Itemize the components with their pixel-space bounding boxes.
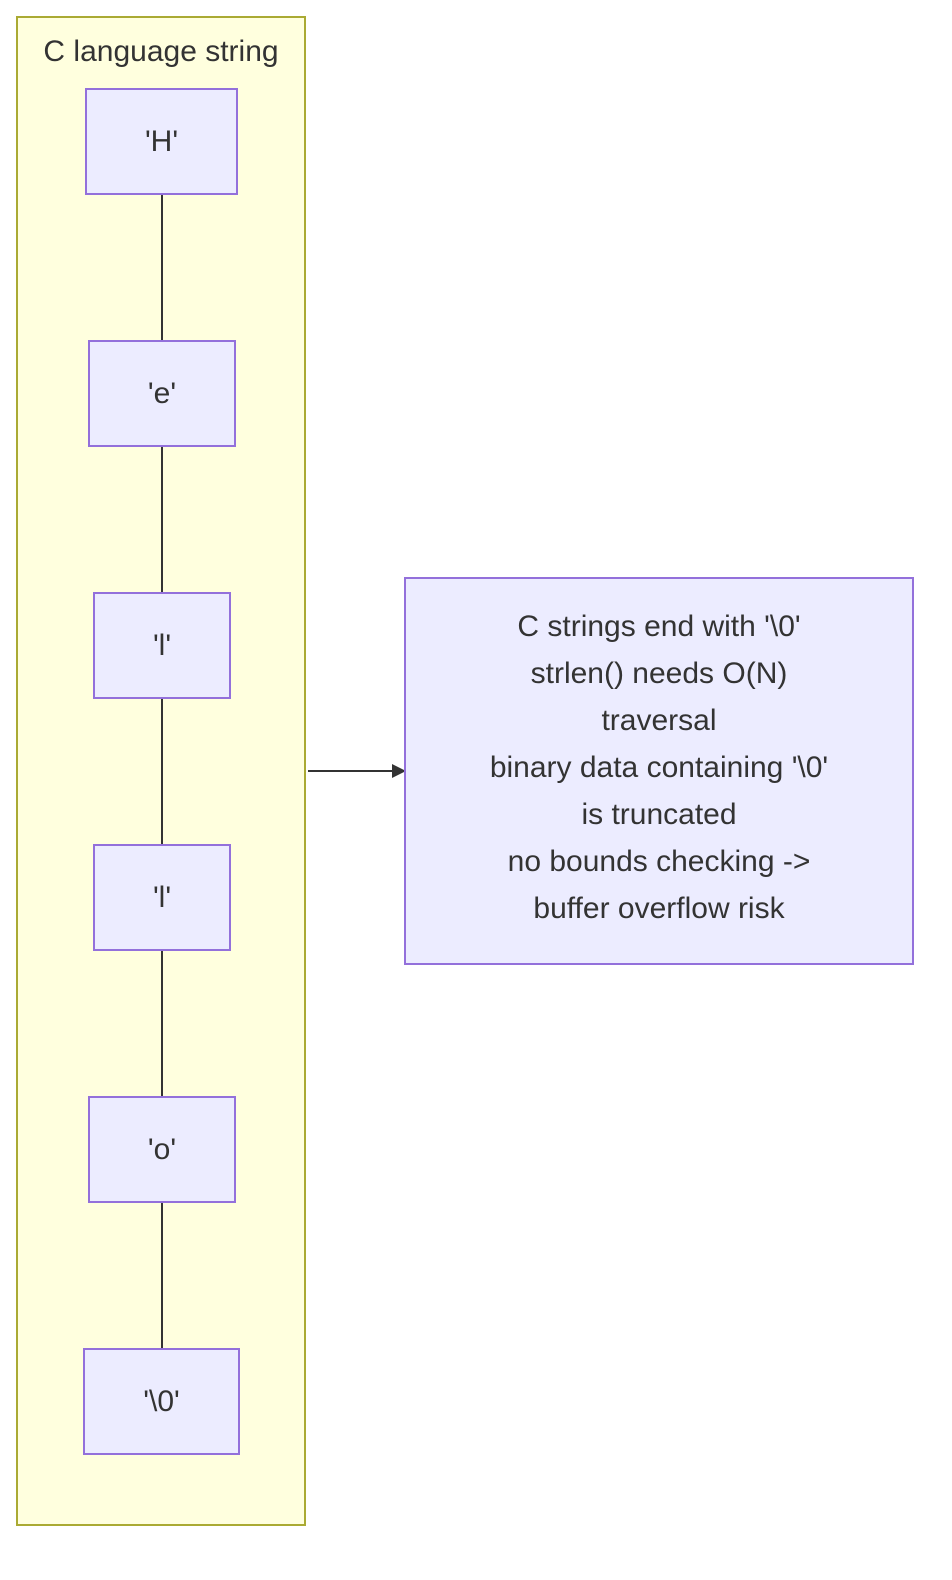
char-label: 'o' bbox=[147, 1132, 177, 1166]
explanation-note: C strings end with '\0' strlen() needs O… bbox=[404, 577, 914, 965]
char-label: 'e' bbox=[147, 376, 177, 410]
note-line: no bounds checking -> bbox=[507, 844, 811, 878]
char-node-l-second: 'l' bbox=[93, 844, 231, 951]
char-label: 'l' bbox=[152, 880, 172, 914]
char-label: 'l' bbox=[152, 628, 172, 662]
char-node-null-terminator: '\0' bbox=[83, 1348, 240, 1455]
char-node-l-first: 'l' bbox=[93, 592, 231, 699]
char-node-e: 'e' bbox=[88, 340, 236, 447]
char-node-h: 'H' bbox=[85, 88, 238, 195]
note-line: strlen() needs O(N) bbox=[530, 656, 788, 690]
note-line: is truncated bbox=[581, 797, 737, 831]
char-node-o: 'o' bbox=[88, 1096, 236, 1203]
cluster-title: C language string bbox=[43, 35, 279, 68]
note-line: buffer overflow risk bbox=[533, 891, 785, 925]
note-line: binary data containing '\0' bbox=[489, 750, 829, 784]
note-line: C strings end with '\0' bbox=[517, 609, 801, 643]
note-line: traversal bbox=[601, 703, 717, 737]
char-label: 'H' bbox=[144, 124, 179, 158]
char-label: '\0' bbox=[143, 1384, 180, 1418]
